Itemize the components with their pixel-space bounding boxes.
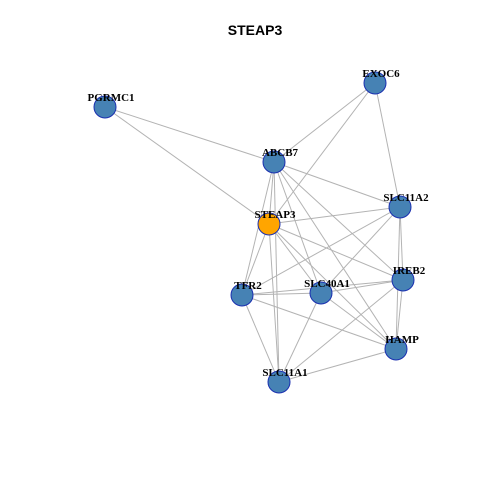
edge-steap3-slc40a1 [268,223,322,294]
node-label-abcb7: ABCB7 [262,147,299,159]
edge-abcb7-hamp [273,161,397,350]
node-slc40a1 [309,281,333,305]
edge-slc11a2-slc40a1 [320,206,401,294]
edge-ireb2-slc40a1 [320,279,404,294]
node-label-slc11a2: SLC11A2 [383,192,429,204]
node-label-exoc6: EXOC6 [362,68,400,80]
node-label-ireb2: IREB2 [393,265,426,277]
edge-exoc6-steap3 [268,82,376,225]
node-hamp [384,337,408,361]
node-pgrmc1 [93,95,117,119]
node-steap3 [257,212,281,236]
edge-steap3-slc11a2 [268,206,401,225]
edge-slc40a1-hamp [320,292,397,350]
edge-slc40a1-slc11a1 [278,292,322,383]
node-label-slc40a1: SLC40A1 [304,278,350,290]
node-abcb7 [262,150,286,174]
edge-ireb2-hamp [395,279,404,350]
edge-hamp-slc11a1 [278,348,397,383]
edge-slc11a2-ireb2 [399,206,404,281]
edge-abcb7-slc40a1 [273,161,322,294]
node-exoc6 [363,71,387,95]
edge-slc11a2-tfr2 [241,206,401,296]
edge-exoc6-abcb7 [273,82,376,163]
edge-pgrmc1-steap3 [104,106,270,225]
edge-ireb2-slc11a1 [278,279,404,383]
edge-steap3-ireb2 [268,223,404,281]
node-label-pgrmc1: PGRMC1 [87,92,134,104]
diagram-title: STEAP3 [228,22,283,38]
edge-abcb7-slc11a1 [273,161,280,383]
node-layer [93,71,415,394]
node-label-steap3: STEAP3 [255,209,296,221]
node-tfr2 [230,283,254,307]
edge-steap3-tfr2 [241,223,270,296]
edge-tfr2-hamp [241,294,397,350]
edge-steap3-slc11a1 [268,223,280,383]
edge-tfr2-slc40a1 [241,292,322,296]
edge-tfr2-slc11a1 [241,294,280,383]
node-label-tfr2: TFR2 [234,280,262,292]
edge-exoc6-slc11a2 [374,82,401,208]
edge-abcb7-ireb2 [273,161,404,281]
edge-pgrmc1-abcb7 [104,106,275,163]
node-slc11a1 [267,370,291,394]
node-ireb2 [391,268,415,292]
edge-layer [104,82,404,383]
node-label-slc11a1: SLC11A1 [262,367,307,379]
edge-abcb7-slc11a2 [273,161,401,208]
edge-abcb7-tfr2 [241,161,275,296]
node-label-hamp: HAMP [385,334,419,346]
node-slc11a2 [388,195,412,219]
